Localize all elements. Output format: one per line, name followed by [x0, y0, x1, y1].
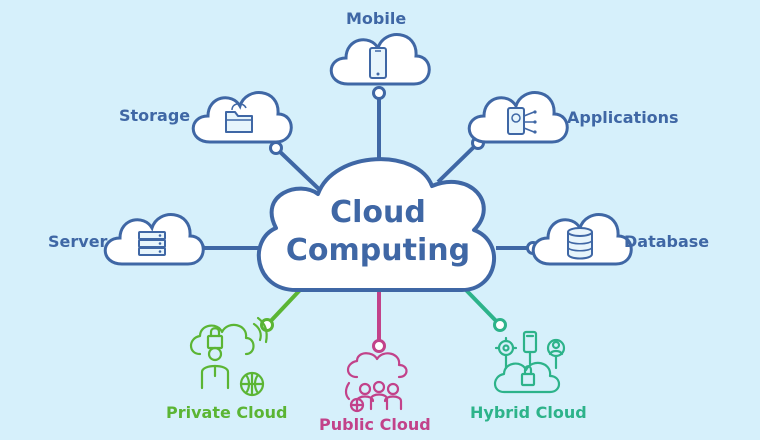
dot-public-cloud — [372, 339, 386, 353]
server-node — [103, 213, 205, 266]
database-node — [531, 213, 633, 266]
dot-mobile — [372, 86, 386, 100]
label-applications: Applications — [567, 108, 679, 127]
label-database: Database — [624, 232, 710, 251]
connector-hybrid-cloud — [464, 288, 502, 327]
hybrid-cloud-icon — [493, 330, 566, 394]
central-cloud-icon — [256, 157, 496, 292]
connector-private-cloud — [265, 288, 302, 327]
center-title-line1: Cloud — [330, 195, 426, 230]
server-rack-icon — [138, 231, 166, 256]
label-storage: Storage — [119, 106, 191, 125]
label-hybrid-cloud: Hybrid Cloud — [470, 403, 587, 422]
connector-applications — [436, 141, 480, 184]
dot-hybrid-cloud — [493, 318, 507, 332]
applications-node — [467, 91, 569, 144]
mobile-node — [329, 33, 431, 86]
folder-icon — [225, 103, 253, 133]
mobile-phone-icon — [369, 47, 387, 79]
database-icon — [567, 227, 593, 260]
app-settings-icon — [507, 107, 537, 135]
connectors — [198, 96, 533, 346]
label-mobile: Mobile — [346, 9, 407, 28]
label-server: Server — [48, 232, 108, 251]
storage-node — [191, 91, 293, 144]
connector-storage — [274, 146, 324, 194]
dot-storage — [269, 141, 283, 155]
public-cloud-icon — [344, 352, 408, 413]
label-public-cloud: Public Cloud — [319, 415, 431, 434]
private-cloud-icon — [189, 316, 268, 397]
center-title-line2: Computing — [285, 233, 471, 268]
label-private-cloud: Private Cloud — [166, 403, 288, 422]
